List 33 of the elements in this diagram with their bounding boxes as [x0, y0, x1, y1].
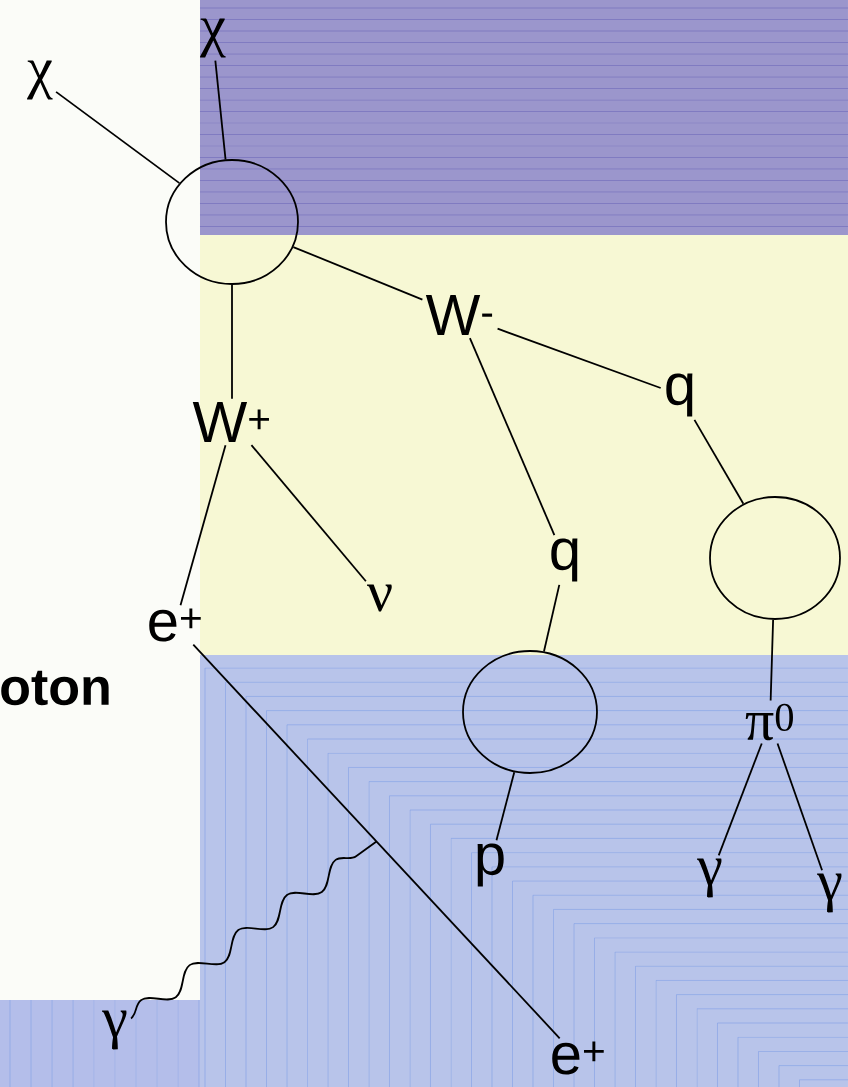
vertex-circle: [709, 496, 841, 620]
particle-label: χ: [200, 18, 226, 58]
particle-line: [543, 583, 561, 653]
vertex-circle: [165, 159, 299, 285]
particle-label: e$^{+}$: [552, 1041, 604, 1075]
particle-label: p: [477, 843, 504, 887]
particle-line: [250, 444, 367, 583]
particle-line: [693, 418, 745, 505]
particle-label: W$^{+}$: [192, 402, 269, 442]
particle-label: γ: [102, 1010, 127, 1050]
particle-label: q: [666, 373, 693, 417]
particle-line: [292, 246, 424, 301]
particle-label: π$^{0}$: [745, 703, 793, 741]
particle-line: [769, 619, 774, 702]
particle-line: [231, 284, 233, 400]
region-label: oton: [1, 670, 109, 706]
particle-label: γ: [697, 858, 722, 898]
particle-label: γ: [817, 873, 842, 913]
particle-line: [496, 327, 662, 389]
particle-label: q: [551, 538, 578, 582]
particle-line: [776, 742, 823, 872]
particle-label: ν: [367, 584, 392, 612]
particle-label: e$^{+}$: [149, 608, 201, 642]
particle-line: [214, 59, 227, 161]
vertex-circle: [462, 650, 598, 774]
particle-label: W$^{-}$: [425, 295, 493, 335]
particle-line: [55, 91, 181, 184]
particle-line: [469, 337, 556, 537]
particle-line: [495, 771, 516, 842]
particle-line: [717, 742, 763, 857]
photon-line: [130, 840, 378, 1020]
particle-label: χ: [27, 60, 53, 100]
particle-line: [179, 444, 227, 607]
